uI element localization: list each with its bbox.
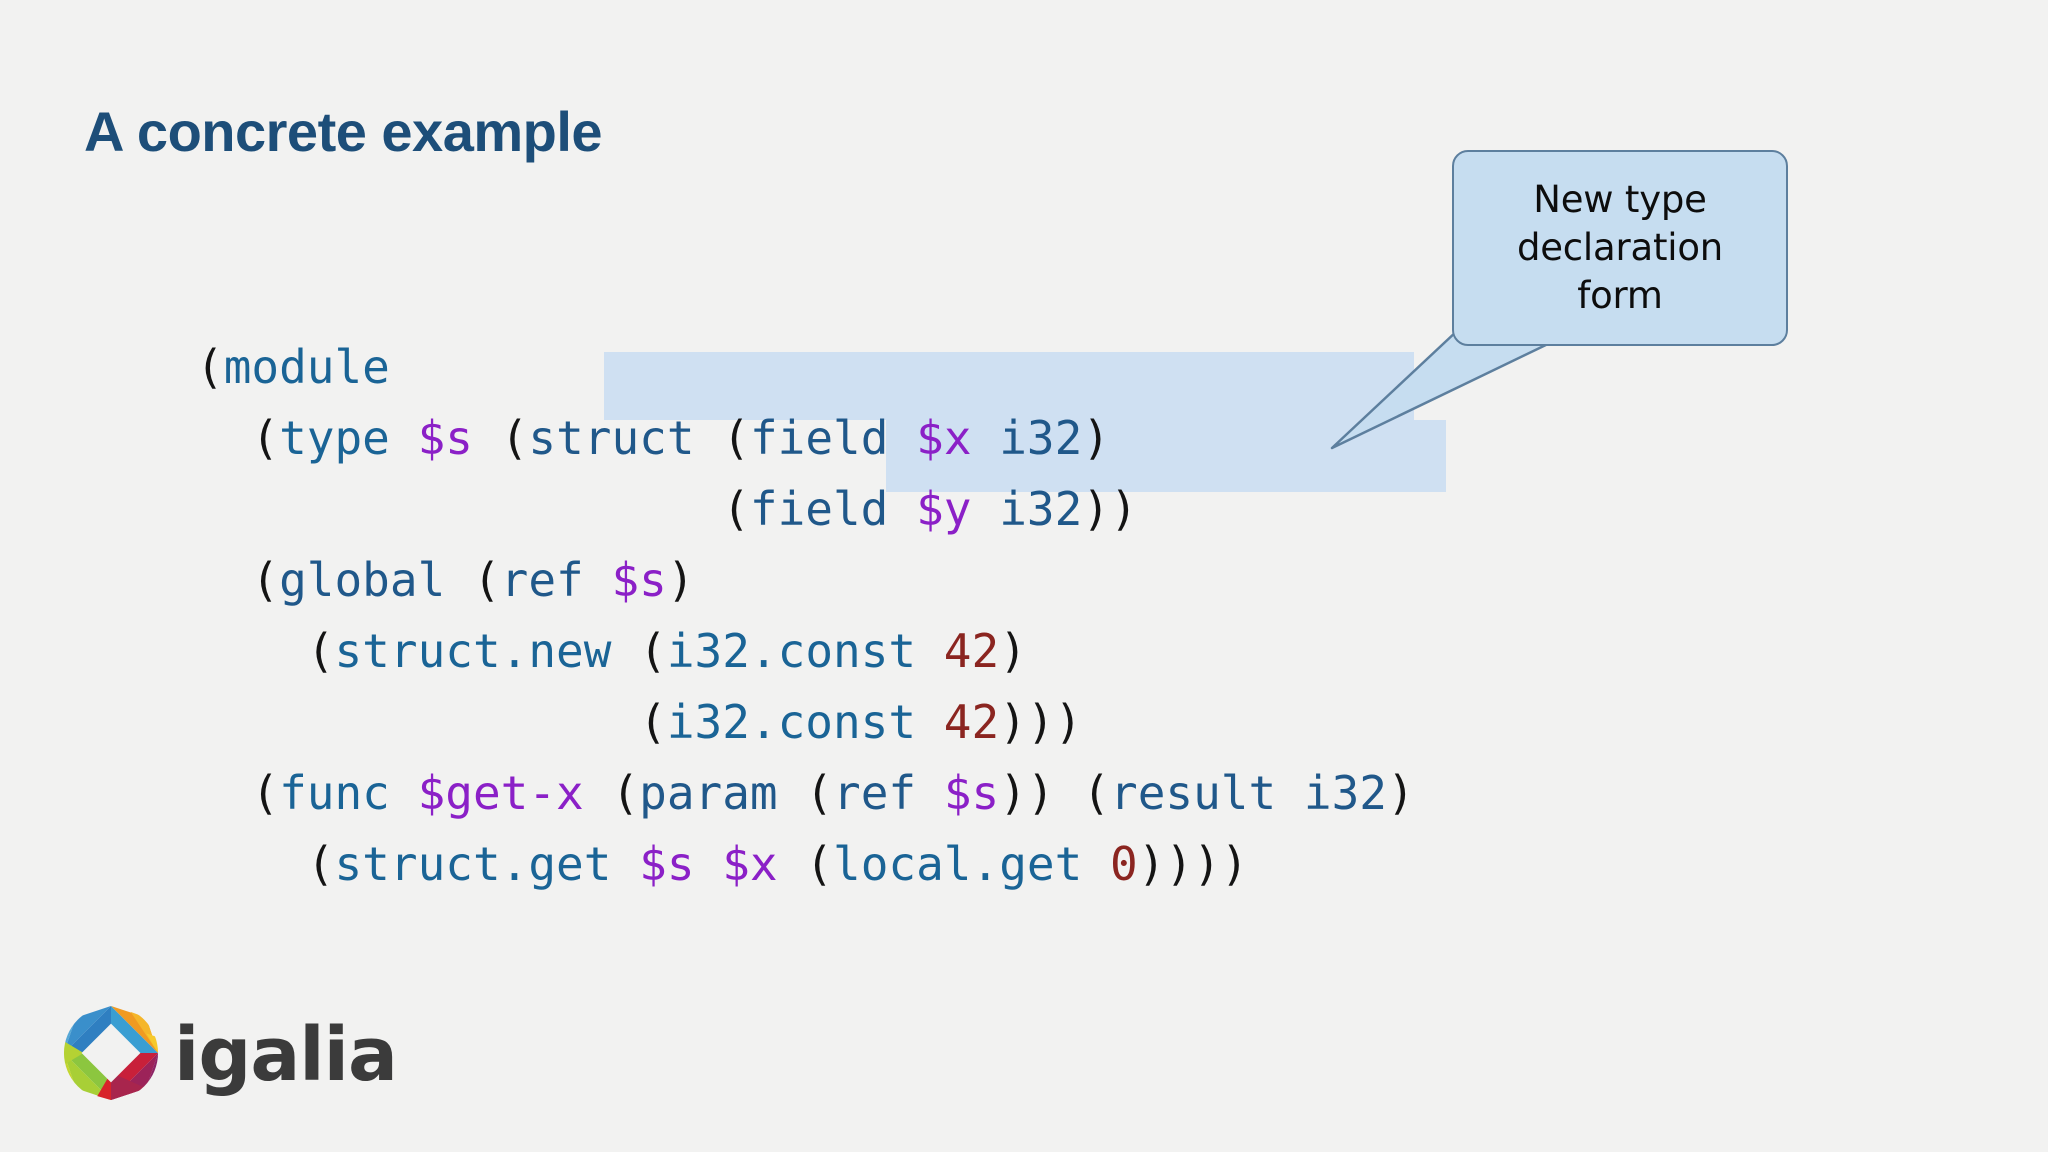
token-var-x: $x (916, 411, 972, 465)
token-paren: )))) (1137, 837, 1249, 891)
token-var-s: $s (943, 766, 1000, 820)
page-title: A concrete example (84, 100, 603, 163)
token-paren: ( (251, 411, 280, 465)
igalia-logo: igalia (62, 1004, 398, 1102)
token-keyword-ref: ref (500, 553, 584, 607)
token-paren: )) (999, 766, 1055, 820)
token-paren: ( (251, 766, 280, 820)
token-paren: ( (196, 340, 224, 394)
token-keyword-func: func (279, 766, 390, 820)
token-keyword-param: param (639, 766, 778, 820)
token-paren: ( (722, 411, 750, 465)
token-paren: ( (639, 624, 667, 678)
token-paren: ( (639, 695, 667, 749)
igalia-wordmark: igalia (174, 1012, 398, 1098)
token-keyword-result: result (1110, 766, 1277, 820)
token-paren: ) (1082, 411, 1111, 465)
token-paren: ) (999, 624, 1027, 678)
token-keyword-type: type (279, 411, 390, 465)
token-var-get-x: $get-x (417, 766, 584, 820)
token-keyword-struct-get: struct.get (334, 837, 612, 891)
token-paren: ( (805, 766, 834, 820)
callout-body: New type declaration form (1452, 150, 1788, 346)
callout-text: New type declaration form (1516, 178, 1724, 317)
code-line-5: (struct.new (i32.const 42) (196, 616, 1415, 687)
token-var-s: $s (639, 837, 695, 891)
token-number-42: 42 (943, 695, 1000, 749)
callout-bubble: New type declaration form (1330, 150, 1788, 450)
code-line-2: (type $s (struct (field $x i32) (196, 403, 1415, 474)
code-highlight-row-1 (604, 352, 1414, 420)
token-paren: )) (1082, 482, 1138, 536)
token-number-42: 42 (943, 624, 1000, 678)
code-line-3: (field $y i32)) (196, 474, 1415, 545)
code-line-4: (global (ref $s) (196, 545, 1415, 616)
token-keyword-i32-const: i32.const (666, 624, 917, 678)
token-paren: ( (805, 837, 834, 891)
token-var-s: $s (417, 411, 473, 465)
code-line-7: (func $get-x (param (ref $s)) (result i3… (196, 758, 1415, 829)
token-keyword-i32-const: i32.const (666, 695, 917, 749)
code-line-6: (i32.const 42))) (196, 687, 1415, 758)
token-var-s: $s (611, 553, 667, 607)
token-keyword-module: module (223, 340, 390, 394)
token-paren: ( (251, 553, 280, 607)
token-keyword-field: field (749, 411, 889, 465)
token-paren: ))) (999, 695, 1083, 749)
token-var-y: $y (916, 482, 972, 536)
token-keyword-field: field (749, 482, 889, 536)
token-type-i32: i32 (999, 482, 1083, 536)
token-paren: ( (722, 482, 750, 536)
token-type-i32: i32 (999, 411, 1083, 465)
code-block: (module (type $s (struct (field $x i32) … (196, 332, 1415, 900)
token-type-i32: i32 (1303, 766, 1387, 820)
token-keyword-struct-new: struct.new (334, 624, 612, 678)
token-paren: ) (666, 553, 695, 607)
callout-tail-icon (1330, 325, 1579, 450)
token-keyword-global: global (279, 553, 446, 607)
token-paren: ( (611, 766, 640, 820)
igalia-mark-icon (63, 1005, 159, 1101)
token-number-0: 0 (1109, 837, 1138, 891)
token-paren: ( (306, 837, 335, 891)
token-paren: ( (1082, 766, 1111, 820)
token-keyword-ref: ref (833, 766, 917, 820)
token-paren: ( (500, 411, 529, 465)
code-line-1: (module (196, 332, 1415, 403)
token-paren: ) (1387, 766, 1415, 820)
token-var-x: $x (722, 837, 778, 891)
token-paren: ( (472, 553, 501, 607)
token-paren: ( (306, 624, 335, 678)
token-keyword-local-get: local.get (833, 837, 1083, 891)
token-keyword-struct: struct (528, 411, 695, 465)
code-line-8: (struct.get $s $x (local.get 0)))) (196, 829, 1415, 900)
